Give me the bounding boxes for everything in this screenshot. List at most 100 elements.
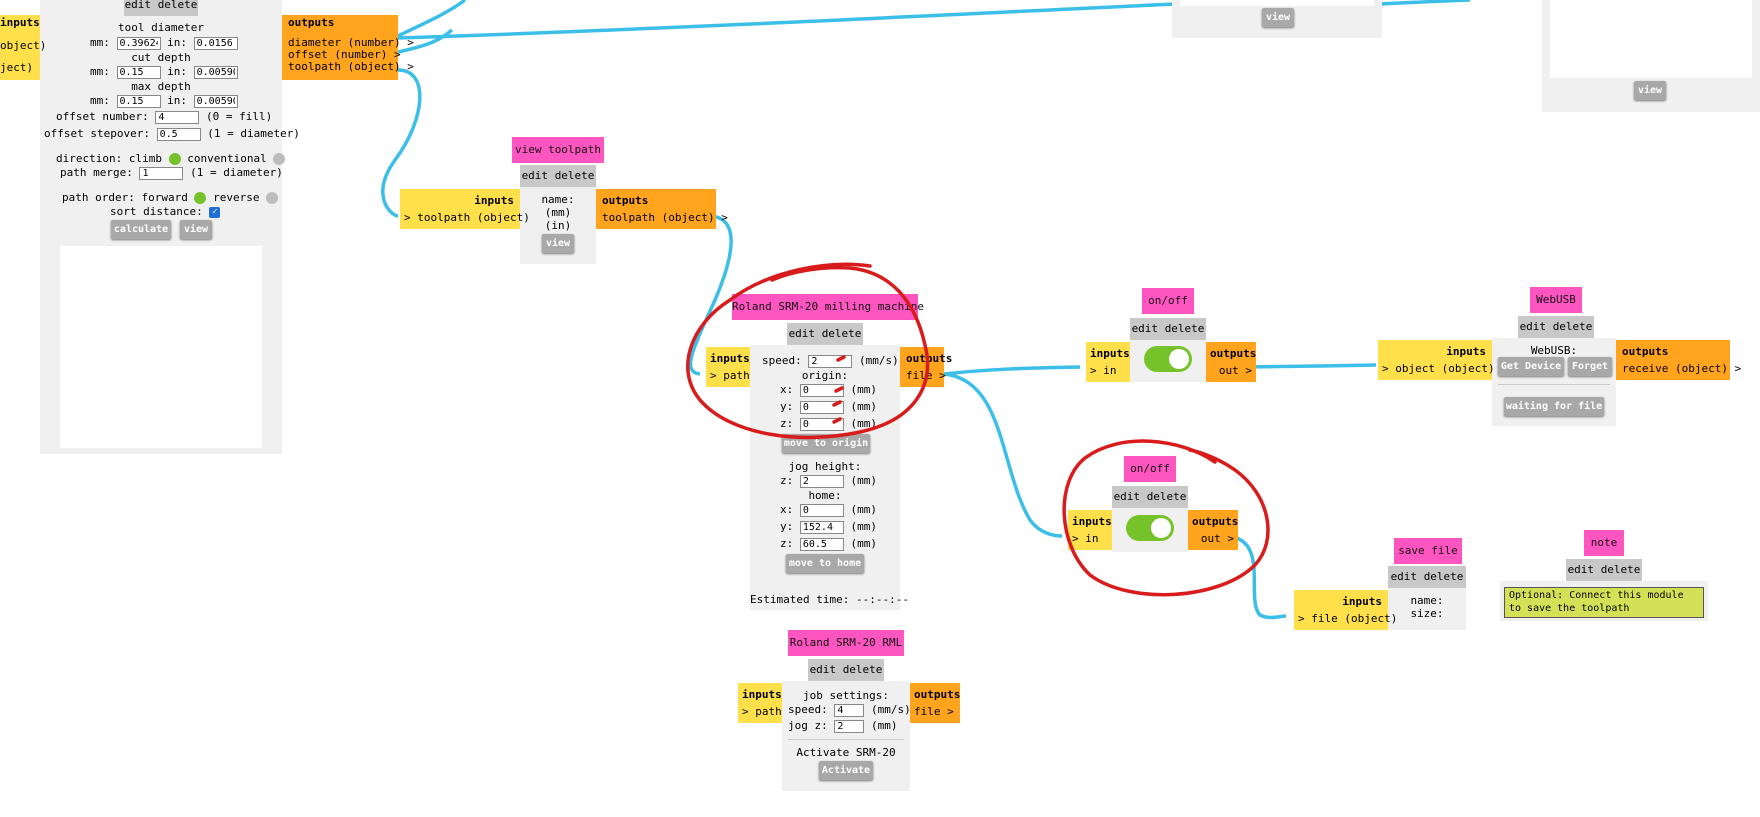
onoff-title[interactable]: on/off	[1124, 456, 1176, 482]
delete-link[interactable]: delete	[1552, 320, 1593, 333]
input-port[interactable]: > in	[1090, 364, 1117, 377]
delete-link[interactable]: delete	[821, 327, 862, 340]
edit-link[interactable]: edit	[1567, 563, 1595, 576]
inputs-header: inputs	[1090, 347, 1130, 360]
onoff-title[interactable]: on/off	[1142, 288, 1194, 314]
output-port[interactable]: out >	[1200, 532, 1234, 545]
view-toolpath-outputs: outputs toolpath (object) >	[596, 189, 728, 229]
input-port[interactable]: > toolpath (object)	[404, 211, 530, 224]
output-port[interactable]: toolpath (object) >	[602, 211, 728, 224]
edit-link[interactable]: edit	[1113, 490, 1141, 503]
home-z-input[interactable]	[799, 537, 844, 551]
input-port[interactable]: > path	[742, 705, 782, 718]
webusb-inputs: inputs > object (object)	[1378, 340, 1495, 380]
speed-input[interactable]	[808, 354, 853, 368]
webusb-title[interactable]: WebUSB	[1530, 287, 1582, 313]
edit-link[interactable]: edit	[1390, 570, 1418, 583]
origin-z-input[interactable]	[799, 417, 844, 431]
output-port[interactable]: offset (number) >	[288, 48, 401, 61]
reverse-radio[interactable]	[266, 192, 279, 204]
save-file-title[interactable]: save file	[1394, 538, 1462, 564]
outputs-header: outputs	[1622, 345, 1669, 358]
max-depth-mm-input[interactable]	[116, 94, 161, 108]
forward-radio[interactable]	[194, 192, 207, 204]
path-merge-hint: (1 = diameter)	[190, 166, 283, 179]
cut-depth-in-input[interactable]	[193, 65, 238, 79]
webusb-outputs: outputs receive (object) >	[1616, 340, 1742, 380]
edit-link[interactable]: edit	[1519, 320, 1547, 333]
delete-link[interactable]: delete	[157, 0, 198, 11]
edit-link[interactable]: edit	[521, 169, 549, 182]
diameter-in-input[interactable]	[193, 36, 238, 50]
onoff-outputs: outputs out >	[1188, 510, 1238, 550]
conventional-radio[interactable]	[273, 153, 286, 165]
output-port[interactable]: file >	[906, 369, 946, 382]
milling-machine-title[interactable]: Roland SRM-20 milling machine	[732, 294, 924, 320]
view-button[interactable]: view	[1634, 81, 1666, 100]
sort-distance-checkbox[interactable]: ✓	[209, 206, 221, 218]
origin-x-input[interactable]	[799, 383, 844, 397]
view-button[interactable]: view	[542, 234, 574, 253]
input-port[interactable]: ject)	[0, 61, 34, 74]
output-port[interactable]: toolpath (object) >	[288, 60, 414, 73]
outputs-header: outputs	[914, 688, 961, 701]
edit-link[interactable]: edit	[1131, 322, 1159, 335]
home-y-input[interactable]	[799, 520, 844, 534]
forget-button[interactable]: Forget	[1568, 357, 1612, 376]
outputs-header: outputs	[1210, 347, 1257, 360]
in-label: in:	[167, 65, 187, 78]
input-port[interactable]: > file (object)	[1298, 612, 1398, 625]
note-title[interactable]: note	[1584, 530, 1624, 556]
move-to-home-button[interactable]: move to home	[786, 554, 864, 573]
delete-link[interactable]: delete	[1146, 490, 1187, 503]
offset-number-input[interactable]	[155, 110, 200, 124]
calculate-button[interactable]: calculate	[111, 220, 171, 239]
onoff-toggle[interactable]	[1144, 346, 1192, 372]
origin-y-input[interactable]	[799, 400, 844, 414]
mm-unit: (mm)	[850, 400, 878, 413]
get-device-button[interactable]: Get Device	[1498, 357, 1564, 376]
activate-button[interactable]: Activate	[819, 761, 873, 780]
wire-onoff1-to-webusb	[1243, 363, 1377, 369]
edit-link[interactable]: edit	[124, 0, 152, 11]
rml-speed-input[interactable]	[834, 703, 865, 717]
diameter-mm-input[interactable]	[116, 36, 161, 50]
onoff-outputs: outputs out >	[1206, 342, 1256, 382]
output-port[interactable]: file >	[914, 705, 954, 718]
cut-depth-mm-input[interactable]	[116, 65, 161, 79]
delete-link[interactable]: delete	[554, 169, 595, 182]
note-textarea[interactable]: Optional: Connect this module to save th…	[1504, 587, 1704, 618]
delete-link[interactable]: delete	[1600, 563, 1641, 576]
home-x-input[interactable]	[799, 503, 844, 517]
move-to-origin-button[interactable]: move to origin	[782, 434, 870, 453]
edit-link[interactable]: edit	[809, 663, 837, 676]
onoff-inputs: inputs > in	[1068, 510, 1112, 550]
input-port[interactable]: object)	[0, 39, 47, 52]
edit-link[interactable]: edit	[788, 327, 816, 340]
jog-z-input[interactable]	[799, 474, 844, 488]
onoff-toggle[interactable]	[1126, 515, 1174, 541]
wire-offset-to-top	[397, 0, 467, 38]
climb-radio[interactable]	[168, 153, 181, 165]
view-button[interactable]: view	[1262, 8, 1294, 27]
view-toolpath-title[interactable]: view toolpath	[512, 137, 604, 163]
webusb-edit-delete: edit delete	[1518, 316, 1594, 338]
output-port[interactable]: out >	[1218, 364, 1252, 377]
rml-inputs: inputs > path	[738, 683, 782, 723]
input-port[interactable]: > object (object)	[1382, 362, 1495, 375]
output-port[interactable]: receive (object) >	[1622, 362, 1742, 375]
max-depth-in-input[interactable]	[193, 94, 238, 108]
input-port[interactable]: > path	[710, 369, 750, 382]
delete-link[interactable]: delete	[1164, 322, 1205, 335]
view-button[interactable]: view	[180, 220, 212, 239]
in-label: in:	[167, 36, 187, 49]
input-port[interactable]: > in	[1072, 532, 1099, 545]
delete-link[interactable]: delete	[842, 663, 883, 676]
rml-jog-z-input[interactable]	[834, 719, 865, 733]
rml-title[interactable]: Roland SRM-20 RML	[788, 630, 904, 656]
offset-stepover-input[interactable]	[156, 127, 201, 141]
waiting-for-file-button[interactable]: waiting for file	[1504, 397, 1604, 416]
output-port[interactable]: diameter (number) >	[288, 36, 414, 49]
path-merge-input[interactable]	[139, 166, 184, 180]
delete-link[interactable]: delete	[1423, 570, 1464, 583]
